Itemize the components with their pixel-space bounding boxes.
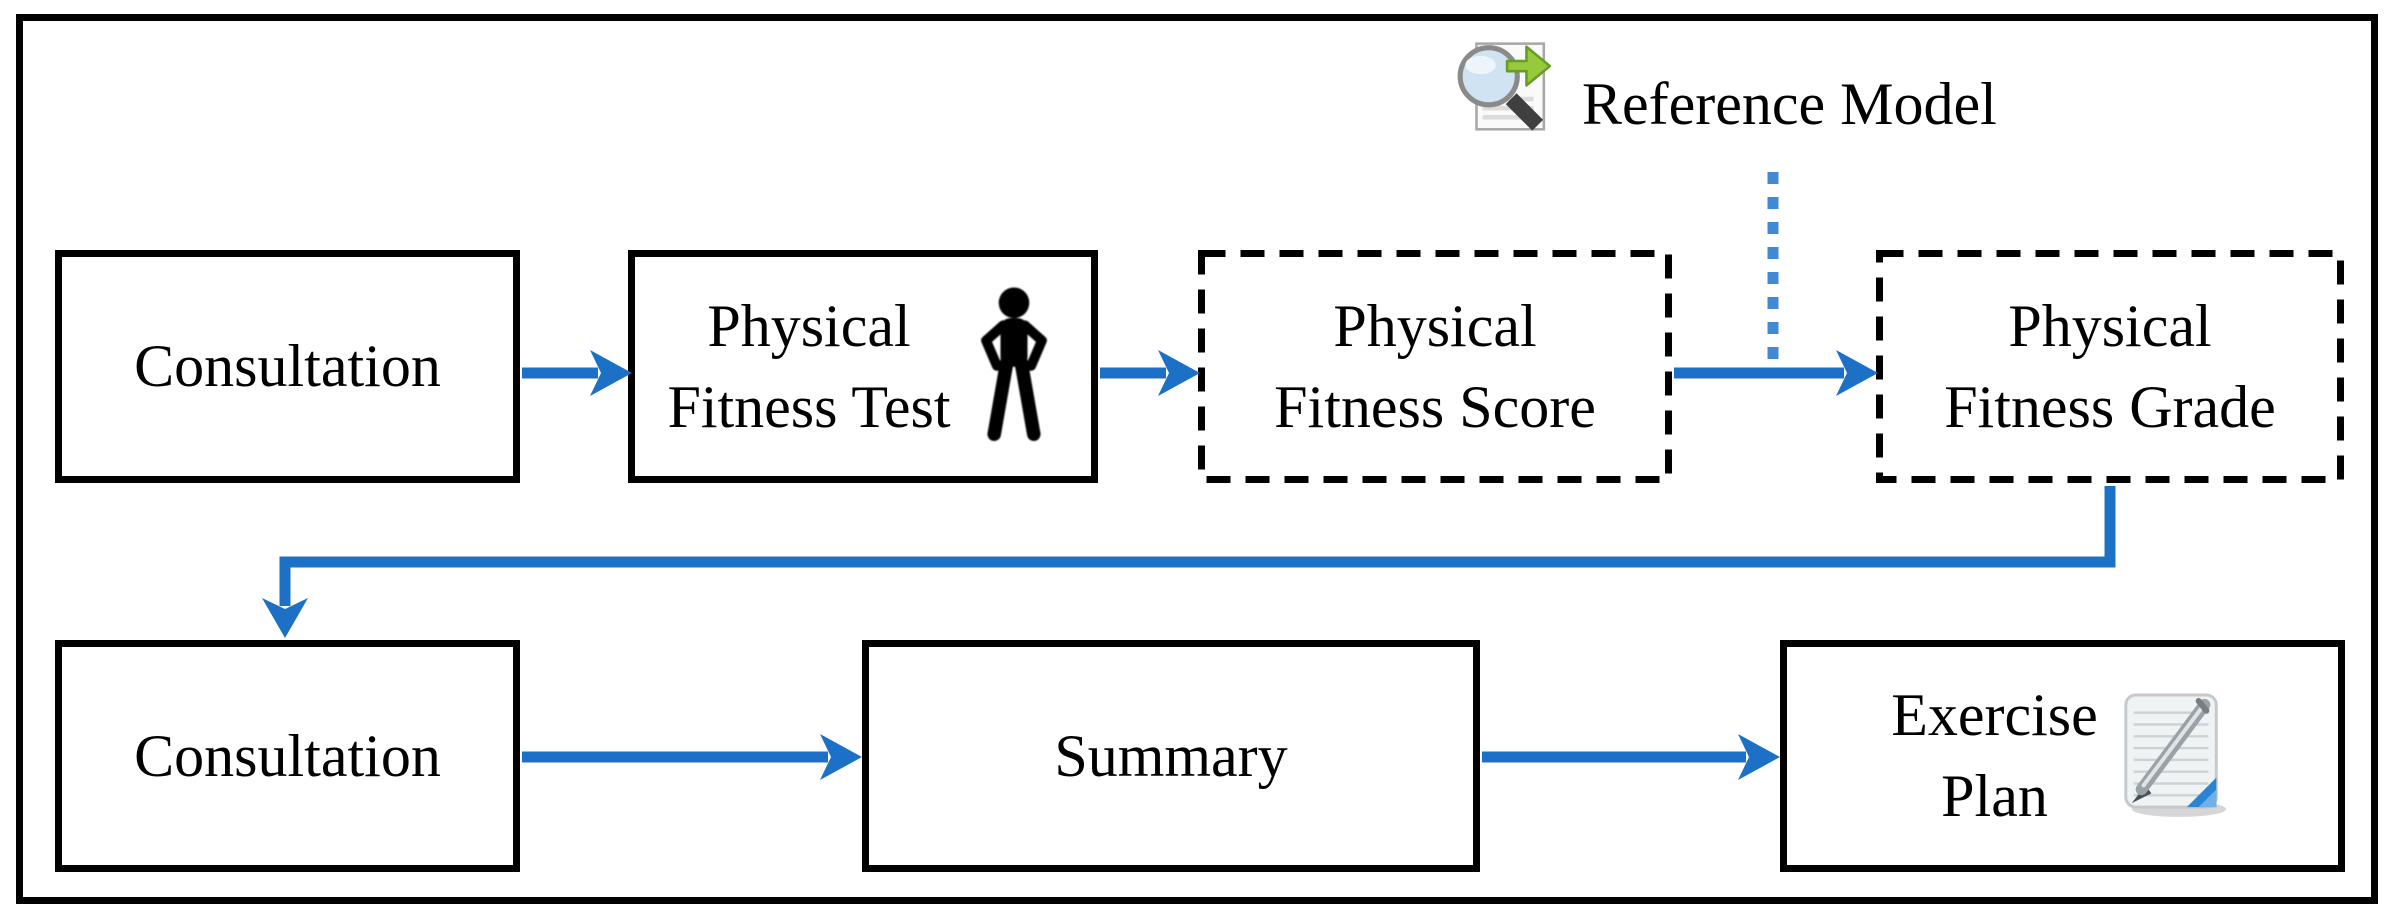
person-icon [969, 282, 1059, 451]
diagram-outer-border [16, 14, 2378, 904]
summary-label: Summary [1054, 722, 1288, 789]
consultation-bottom-label: Consultation [134, 722, 441, 789]
arrow-test-to-score [1100, 350, 1200, 396]
arrow-consultation-to-summary [522, 734, 862, 780]
box-summary: Summary [862, 640, 1480, 872]
box-consultation-top: Consultation [55, 250, 520, 483]
arrow-score-to-grade [1674, 350, 1878, 396]
elbow-grade-to-consultation [262, 486, 2116, 638]
physical-fitness-score-label: Physical Fitness Score [1274, 292, 1596, 440]
arrow-consultation-to-test [522, 350, 632, 396]
box-exercise-plan: Exercise Plan [1780, 640, 2345, 872]
reference-model-label: Reference Model [1582, 71, 1997, 137]
box-physical-fitness-test: Physical Fitness Test [628, 250, 1098, 483]
reference-model: Reference Model [1452, 36, 1997, 145]
magnifier-document-icon [1452, 39, 1554, 142]
consultation-top-label: Consultation [134, 333, 441, 399]
notepad-pen-icon [2116, 689, 2234, 824]
physical-fitness-grade-label: Physical Fitness Grade [1944, 292, 2276, 440]
box-consultation-bottom: Consultation [55, 640, 520, 872]
physical-fitness-test-label: Physical Fitness Test [667, 292, 951, 440]
box-physical-fitness-score: Physical Fitness Score [1198, 250, 1672, 483]
box-physical-fitness-grade: Physical Fitness Grade [1876, 250, 2344, 483]
arrow-summary-to-plan [1482, 734, 1780, 780]
exercise-plan-label: Exercise Plan [1891, 682, 2098, 829]
